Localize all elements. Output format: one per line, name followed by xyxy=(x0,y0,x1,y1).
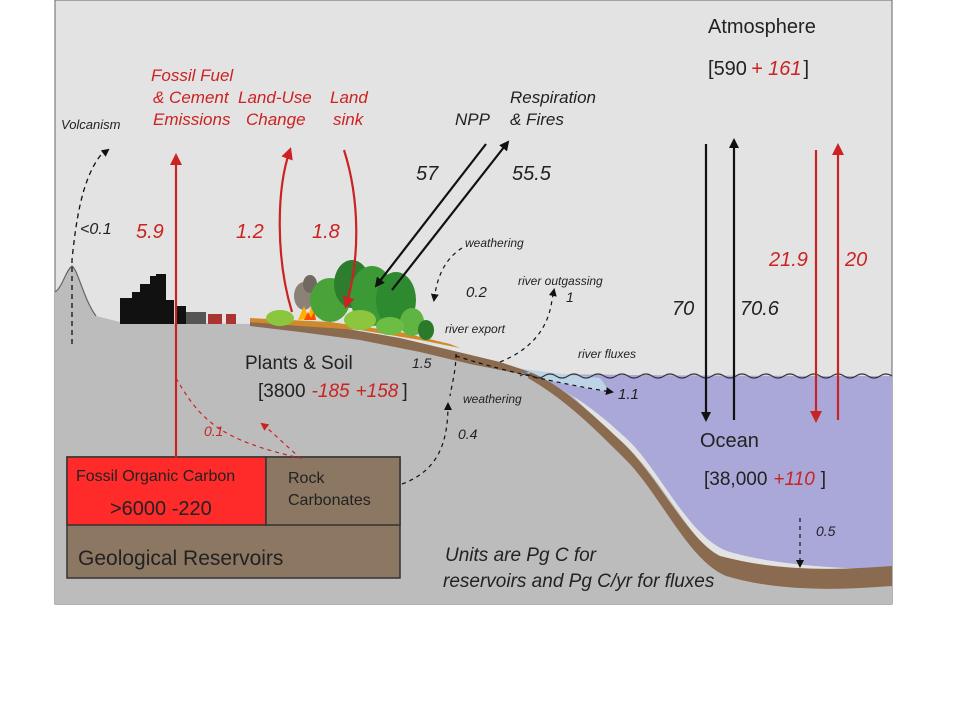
rock-to-fossil-arrow xyxy=(175,377,303,460)
npp-value: 57 xyxy=(416,163,439,185)
fossil-organic-carbon-value: >6000 -220 xyxy=(110,498,212,520)
fossil-organic-carbon-title: Fossil Organic Carbon xyxy=(76,468,235,485)
plants-soil-reservoir: [3800-185+158] xyxy=(258,381,408,402)
river-export-value: 1.5 xyxy=(412,355,432,371)
ocean-down-red-value: 21.9 xyxy=(768,249,808,271)
soil-layer xyxy=(250,322,530,374)
fossil-value: 5.9 xyxy=(136,221,164,243)
units-note-line-2: reservoirs and Pg C/yr for fluxes xyxy=(443,571,715,592)
volcanism-label: Volcanism xyxy=(61,117,121,132)
land-use-label-1: Land-Use xyxy=(238,88,312,107)
river-fluxes-label: river fluxes xyxy=(578,347,636,361)
fossil-fuel-label-2: & Cement xyxy=(153,88,230,107)
land-use-label-2: Change xyxy=(246,110,306,129)
fossil-organic-carbon-box xyxy=(66,456,267,526)
city-skyline xyxy=(120,274,236,324)
respiration-label-2: & Fires xyxy=(510,110,564,129)
weathering-bottom-value: 0.4 xyxy=(458,426,478,442)
weathering-bottom-label: weathering xyxy=(463,392,522,406)
rock-to-fossil-value: 0.1 xyxy=(204,423,223,439)
river-fluxes-value: 1.1 xyxy=(618,386,639,403)
ocean-title: Ocean xyxy=(700,430,759,452)
volcano xyxy=(54,265,97,317)
weathering-bottom-arrow xyxy=(401,402,452,485)
river-export-label: river export xyxy=(445,322,506,336)
land-use-change-arrow xyxy=(278,147,294,313)
land-sink-arrow xyxy=(342,149,358,309)
river-outgassing-value: 1 xyxy=(566,289,574,305)
land-sink-value: 1.8 xyxy=(312,221,340,243)
ocean-up-red-value: 20 xyxy=(844,249,867,271)
ocean-reservoir: [38,000+110] xyxy=(704,469,826,490)
respiration-arrow xyxy=(391,140,510,291)
fossil-fuel-label-3: Emissions xyxy=(153,110,231,129)
respiration-value: 55.5 xyxy=(512,163,552,185)
npp-arrow xyxy=(374,143,487,288)
fossil-fuel-label-1: Fossil Fuel xyxy=(151,66,234,85)
land-use-value: 1.2 xyxy=(236,221,264,243)
atmosphere-title: Atmosphere xyxy=(708,16,816,38)
river-export-arrow xyxy=(449,353,457,397)
plants-soil-title: Plants & Soil xyxy=(245,353,353,374)
atmosphere-reservoir: [590+ 161] xyxy=(708,58,809,80)
sediment-value: 0.5 xyxy=(816,523,836,539)
rock-carbonates-line-1: Rock xyxy=(288,470,325,487)
sea-floor xyxy=(528,372,892,589)
rock-carbonates-line-2: Carbonates xyxy=(288,492,371,509)
ocean-up-black-value: 70.6 xyxy=(740,298,780,320)
soil-orange-band xyxy=(250,318,460,348)
units-note-line-1: Units are Pg C for xyxy=(445,545,597,566)
land-sink-label-1: Land xyxy=(330,88,368,107)
river-outgassing-arrow xyxy=(499,288,557,363)
river-fluxes-arrow xyxy=(455,355,614,396)
fire-smoke xyxy=(294,275,317,320)
ocean-down-black-value: 70 xyxy=(672,298,694,320)
river-outgassing-label: river outgassing xyxy=(518,274,603,288)
rock-carbonates-box xyxy=(265,456,401,526)
weathering-top-value: 0.2 xyxy=(466,284,488,301)
weathering-top-label: weathering xyxy=(465,236,524,250)
npp-label: NPP xyxy=(455,110,491,129)
respiration-label-1: Respiration xyxy=(510,88,596,107)
weathering-top-arrow xyxy=(430,247,463,302)
land-sink-label-2: sink xyxy=(333,110,365,129)
geological-reservoirs-label: Geological Reservoirs xyxy=(78,547,283,570)
volcanism-value: <0.1 xyxy=(80,221,112,238)
ocean-water xyxy=(520,374,892,570)
